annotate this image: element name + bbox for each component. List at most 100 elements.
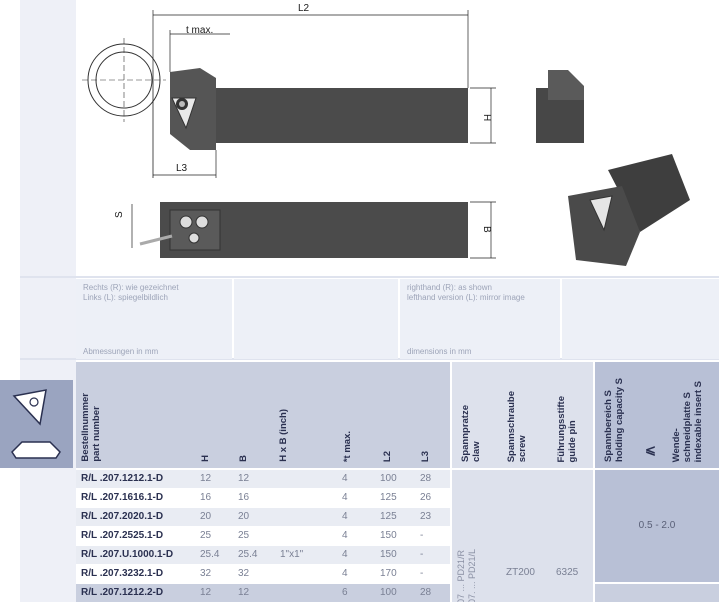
cell-part-number: R/L .207.U.1000.1-D (81, 549, 174, 560)
capacity-cell-next (595, 584, 719, 602)
cell-l3: - (420, 568, 424, 579)
cell-b: 20 (238, 511, 250, 522)
dim-b-label: B (481, 226, 492, 233)
cell-part-number: R/L .207.1616.1-D (81, 492, 164, 503)
info-de-line1: Rechts (R): wie gezeichnet (83, 283, 179, 292)
cell-l3: - (420, 530, 424, 541)
cell-h: 20 (200, 511, 212, 522)
info-empty-1 (234, 279, 398, 359)
cell-part-number: R/L .207.3232.1-D (81, 568, 164, 579)
cell-tmax: 6 (342, 587, 348, 598)
side-view-holder (139, 202, 468, 258)
header-b: B (238, 455, 249, 462)
table-row: R/L .207.1616.1-D 16 16 4 125 26 (76, 489, 450, 507)
cell-l3: 26 (420, 492, 432, 503)
cell-part-number: R/L .207.2525.1-D (81, 530, 164, 541)
table-row: R/L .207.3232.1-D 32 32 4 170 - (76, 565, 450, 583)
end-view (536, 70, 584, 143)
cell-l2: 125 (380, 492, 397, 503)
header-l2: L2 (382, 450, 393, 462)
cell-part-number: R/L .207.1212.1-D (81, 473, 164, 484)
cell-l2: 150 (380, 549, 397, 560)
header-leq-symbol: ⩽ (645, 442, 656, 457)
dim-s-label: S (114, 211, 125, 218)
divider-top (20, 276, 719, 278)
info-de-line2: Links (L): spiegelbildlich (83, 293, 168, 302)
left-margin-stripe (20, 0, 76, 602)
cell-b: 16 (238, 492, 250, 503)
cell-h: 25 (200, 530, 212, 541)
table-row: R/L .207.1212.2-D 12 12 6 100 28 (76, 584, 450, 602)
cell-l2: 100 (380, 587, 397, 598)
table-row: R/L .207.2020.1-D 20 20 4 125 23 (76, 508, 450, 526)
insert-shape-icon (11, 389, 61, 459)
dim-tmax-label: t max. (186, 25, 213, 36)
cell-l2: 125 (380, 511, 397, 522)
header-h: H (200, 455, 211, 462)
cell-l2: 170 (380, 568, 397, 579)
cell-b: 32 (238, 568, 250, 579)
cell-tmax: 4 (342, 549, 348, 560)
cell-h: 32 (200, 568, 212, 579)
info-en-line2: lefthand version (L): mirror image (407, 293, 525, 302)
cell-l3: 28 (420, 587, 432, 598)
cell-h: 12 (200, 473, 212, 484)
cell-part-number: R/L .207.1212.2-D (81, 587, 164, 598)
header-tmax: *t max. (342, 430, 353, 462)
info-de-dims: Abmessungen in mm (83, 347, 159, 356)
cell-tmax: 4 (342, 492, 348, 503)
cell-h: 25.4 (200, 549, 220, 560)
insert-icon-box (0, 380, 73, 468)
cell-b: 12 (238, 587, 250, 598)
top-view-holder (152, 68, 468, 178)
header-hxb: H x B (inch) (278, 409, 289, 462)
perspective-view (568, 154, 690, 266)
screw-value: ZT200 (506, 567, 535, 578)
cell-tmax: 4 (342, 511, 348, 522)
cell-b: 25 (238, 530, 250, 541)
insert-circle-view (82, 38, 166, 122)
cell-l3: - (420, 549, 424, 560)
info-german: Rechts (R): wie gezeichnet Links (L): sp… (76, 279, 232, 359)
cell-l2: 150 (380, 530, 397, 541)
tool-holder-drawing: L2 t max. L3 H B S (82, 3, 690, 266)
cell-h: 16 (200, 492, 212, 503)
cell-l2: 100 (380, 473, 397, 484)
cell-tmax: 4 (342, 568, 348, 579)
cell-b: 12 (238, 473, 250, 484)
info-en-dims: dimensions in mm (407, 347, 472, 356)
info-en-line1: righthand (R): as shown (407, 283, 492, 292)
cell-l3: 23 (420, 511, 432, 522)
table-row: R/L .207.1212.1-D 12 12 4 100 28 (76, 470, 450, 488)
cell-tmax: 4 (342, 473, 348, 484)
cell-h: 12 (200, 587, 212, 598)
table-row: R/L .207.U.1000.1-D 25.4 25.4 1"x1" 4 15… (76, 546, 450, 564)
info-empty-2 (562, 279, 719, 359)
dim-l3-label: L3 (176, 163, 188, 174)
capacity-value: 0.5 - 2.0 (638, 520, 676, 531)
info-english: righthand (R): as shown lefthand version… (400, 279, 560, 359)
guide-pin-value: 6325 (556, 567, 579, 578)
cell-part-number: R/L .207.2020.1-D (81, 511, 164, 522)
header-l3: L3 (420, 450, 431, 462)
capacity-cell: 0.5 - 2.0 (595, 470, 719, 582)
table-row: R/L .207.2525.1-D 25 25 4 150 - (76, 527, 450, 545)
dim-h-label: H (481, 114, 492, 121)
cell-tmax: 4 (342, 530, 348, 541)
cell-b: 25.4 (238, 549, 258, 560)
dim-l2-label: L2 (298, 3, 310, 14)
cell-l3: 28 (420, 473, 432, 484)
cell-hxb: 1"x1" (280, 549, 304, 560)
divider-bottom (20, 358, 719, 360)
